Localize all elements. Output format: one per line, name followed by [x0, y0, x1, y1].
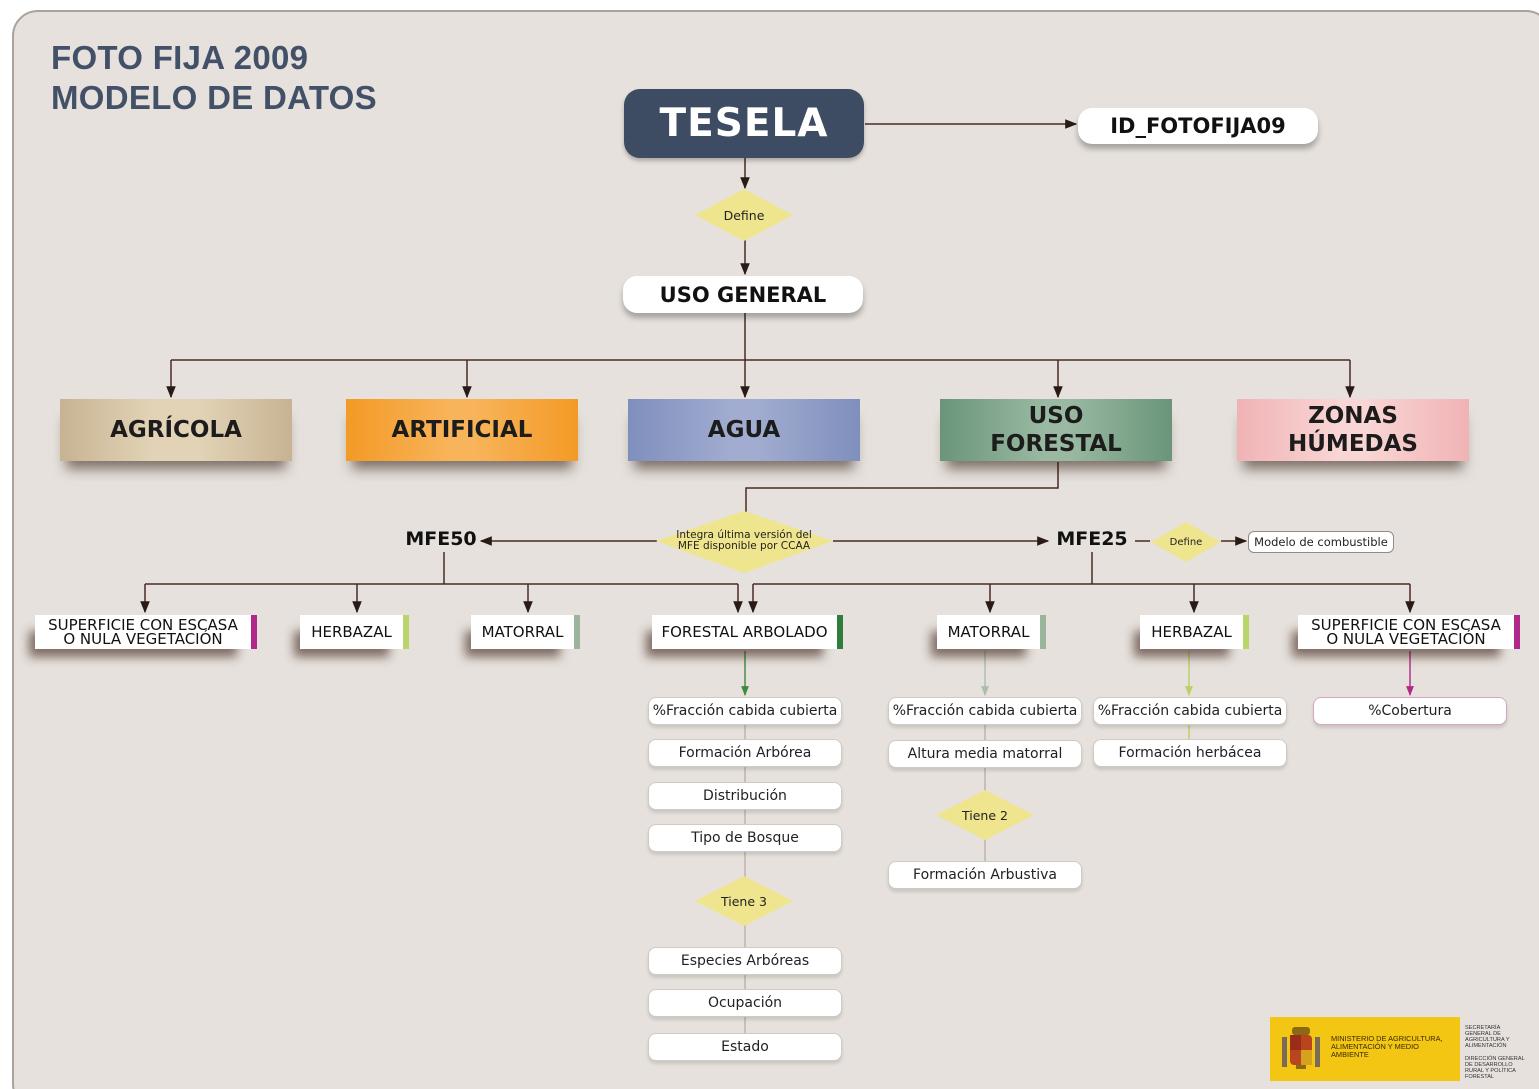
- altura-media-matorral-attr: Altura media matorral: [888, 740, 1082, 768]
- integra-diamond: [656, 511, 833, 573]
- tiene3-diamond: [695, 876, 793, 926]
- modelo-combustible-node: Modelo de combustible: [1248, 531, 1394, 553]
- forestal-arbolado-node: FORESTAL ARBOLADO: [652, 615, 843, 649]
- direccion-label: DIRECCIÓN GENERAL DE DESARROLLO RURAL Y …: [1465, 1056, 1525, 1080]
- mfe50-superficie-node: SUPERFICIE CON ESCASA O NULA VEGETACIÓN: [35, 615, 257, 649]
- mfe50-herbazal-node: HERBAZAL: [300, 615, 409, 649]
- ministry-logo: MINISTERIO DE AGRICULTURA, ALIMENTACIÓN …: [1270, 1017, 1460, 1081]
- mfe25-node: MFE25: [1056, 528, 1128, 550]
- tiene2-label: Tiene 2: [962, 807, 1008, 823]
- arbolado-tipo-bosque-attr: Tipo de Bosque: [648, 824, 842, 852]
- mfe50-node: MFE50: [405, 528, 477, 550]
- herbazal-color-bar: [403, 615, 409, 649]
- especies-arboreas-attr: Especies Arbóreas: [648, 947, 842, 975]
- superficie-color-bar: [1514, 615, 1520, 649]
- agua-category: AGUA: [628, 399, 860, 461]
- arbolado-formacion-attr: Formación Arbórea: [648, 739, 842, 767]
- ocupacion-attr: Ocupación: [648, 989, 842, 1017]
- matorral-fcc-attr: %Fracción cabida cubierta: [888, 697, 1082, 725]
- agricola-category: AGRÍCOLA: [60, 399, 292, 461]
- coat-of-arms-icon: [1282, 1027, 1320, 1069]
- tiene3-label: Tiene 3: [721, 893, 767, 909]
- mfe25-matorral-label: MATORRAL: [947, 623, 1030, 641]
- mfe25-superficie-label: SUPERFICIE CON ESCASA O NULA VEGETACIÓN: [1311, 616, 1501, 648]
- define-mfe25-label: Define: [1169, 536, 1203, 548]
- formacion-arbustiva-attr: Formación Arbustiva: [888, 861, 1082, 889]
- define-top-diamond: [695, 189, 793, 241]
- uso-general-node: USO GENERAL: [623, 276, 863, 313]
- estado-attr: Estado: [648, 1033, 842, 1061]
- forestal-arbolado-label: FORESTAL ARBOLADO: [661, 623, 828, 641]
- define-top-label: Define: [723, 207, 765, 223]
- arbolado-distribucion-attr: Distribución: [648, 782, 842, 810]
- integra-label: Integra última versión del MFE disponibl…: [676, 529, 812, 552]
- arbolado-color-bar: [837, 615, 843, 649]
- secretaria-label: SECRETARÍA GENERAL DE AGRICULTURA Y ALIM…: [1465, 1025, 1510, 1049]
- diagram-title-line1: FOTO FIJA 2009: [51, 39, 309, 76]
- cobertura-attr: %Cobertura: [1313, 697, 1507, 725]
- id-fotofija-node: ID_FOTOFIJA09: [1078, 108, 1318, 144]
- define-mfe25-diamond: [1151, 522, 1221, 562]
- arbolado-fcc-attr: %Fracción cabida cubierta: [648, 697, 842, 725]
- mfe25-herbazal-label: HERBAZAL: [1151, 623, 1232, 641]
- mfe25-superficie-node: SUPERFICIE CON ESCASA O NULA VEGETACIÓN: [1298, 615, 1520, 649]
- herbazal-fcc-attr: %Fracción cabida cubierta: [1093, 697, 1287, 725]
- diagram-title-line2: MODELO DE DATOS: [51, 79, 377, 116]
- forestal-integra-connector: [745, 462, 1059, 512]
- herbazal-color-bar: [1243, 615, 1249, 649]
- mfe50-herbazal-label: HERBAZAL: [311, 623, 392, 641]
- uso-forestal-category: USO FORESTAL: [940, 399, 1172, 461]
- matorral-color-bar: [1040, 615, 1046, 649]
- mfe25-matorral-node: MATORRAL: [937, 615, 1046, 649]
- zonas-humedas-category: ZONAS HÚMEDAS: [1237, 399, 1469, 461]
- tesela-node: TESELA: [624, 89, 864, 158]
- tiene2-diamond: [936, 790, 1034, 840]
- mfe25-herbazal-node: HERBAZAL: [1140, 615, 1249, 649]
- formacion-herbacea-attr: Formación herbácea: [1093, 739, 1287, 767]
- artificial-category: ARTIFICIAL: [346, 399, 578, 461]
- superficie-color-bar: [251, 615, 257, 649]
- mfe50-matorral-label: MATORRAL: [481, 623, 564, 641]
- mfe50-superficie-label: SUPERFICIE CON ESCASA O NULA VEGETACIÓN: [48, 616, 238, 648]
- ministry-name: MINISTERIO DE AGRICULTURA, ALIMENTACIÓN …: [1331, 1034, 1443, 1059]
- mfe50-matorral-node: MATORRAL: [471, 615, 580, 649]
- matorral-color-bar: [574, 615, 580, 649]
